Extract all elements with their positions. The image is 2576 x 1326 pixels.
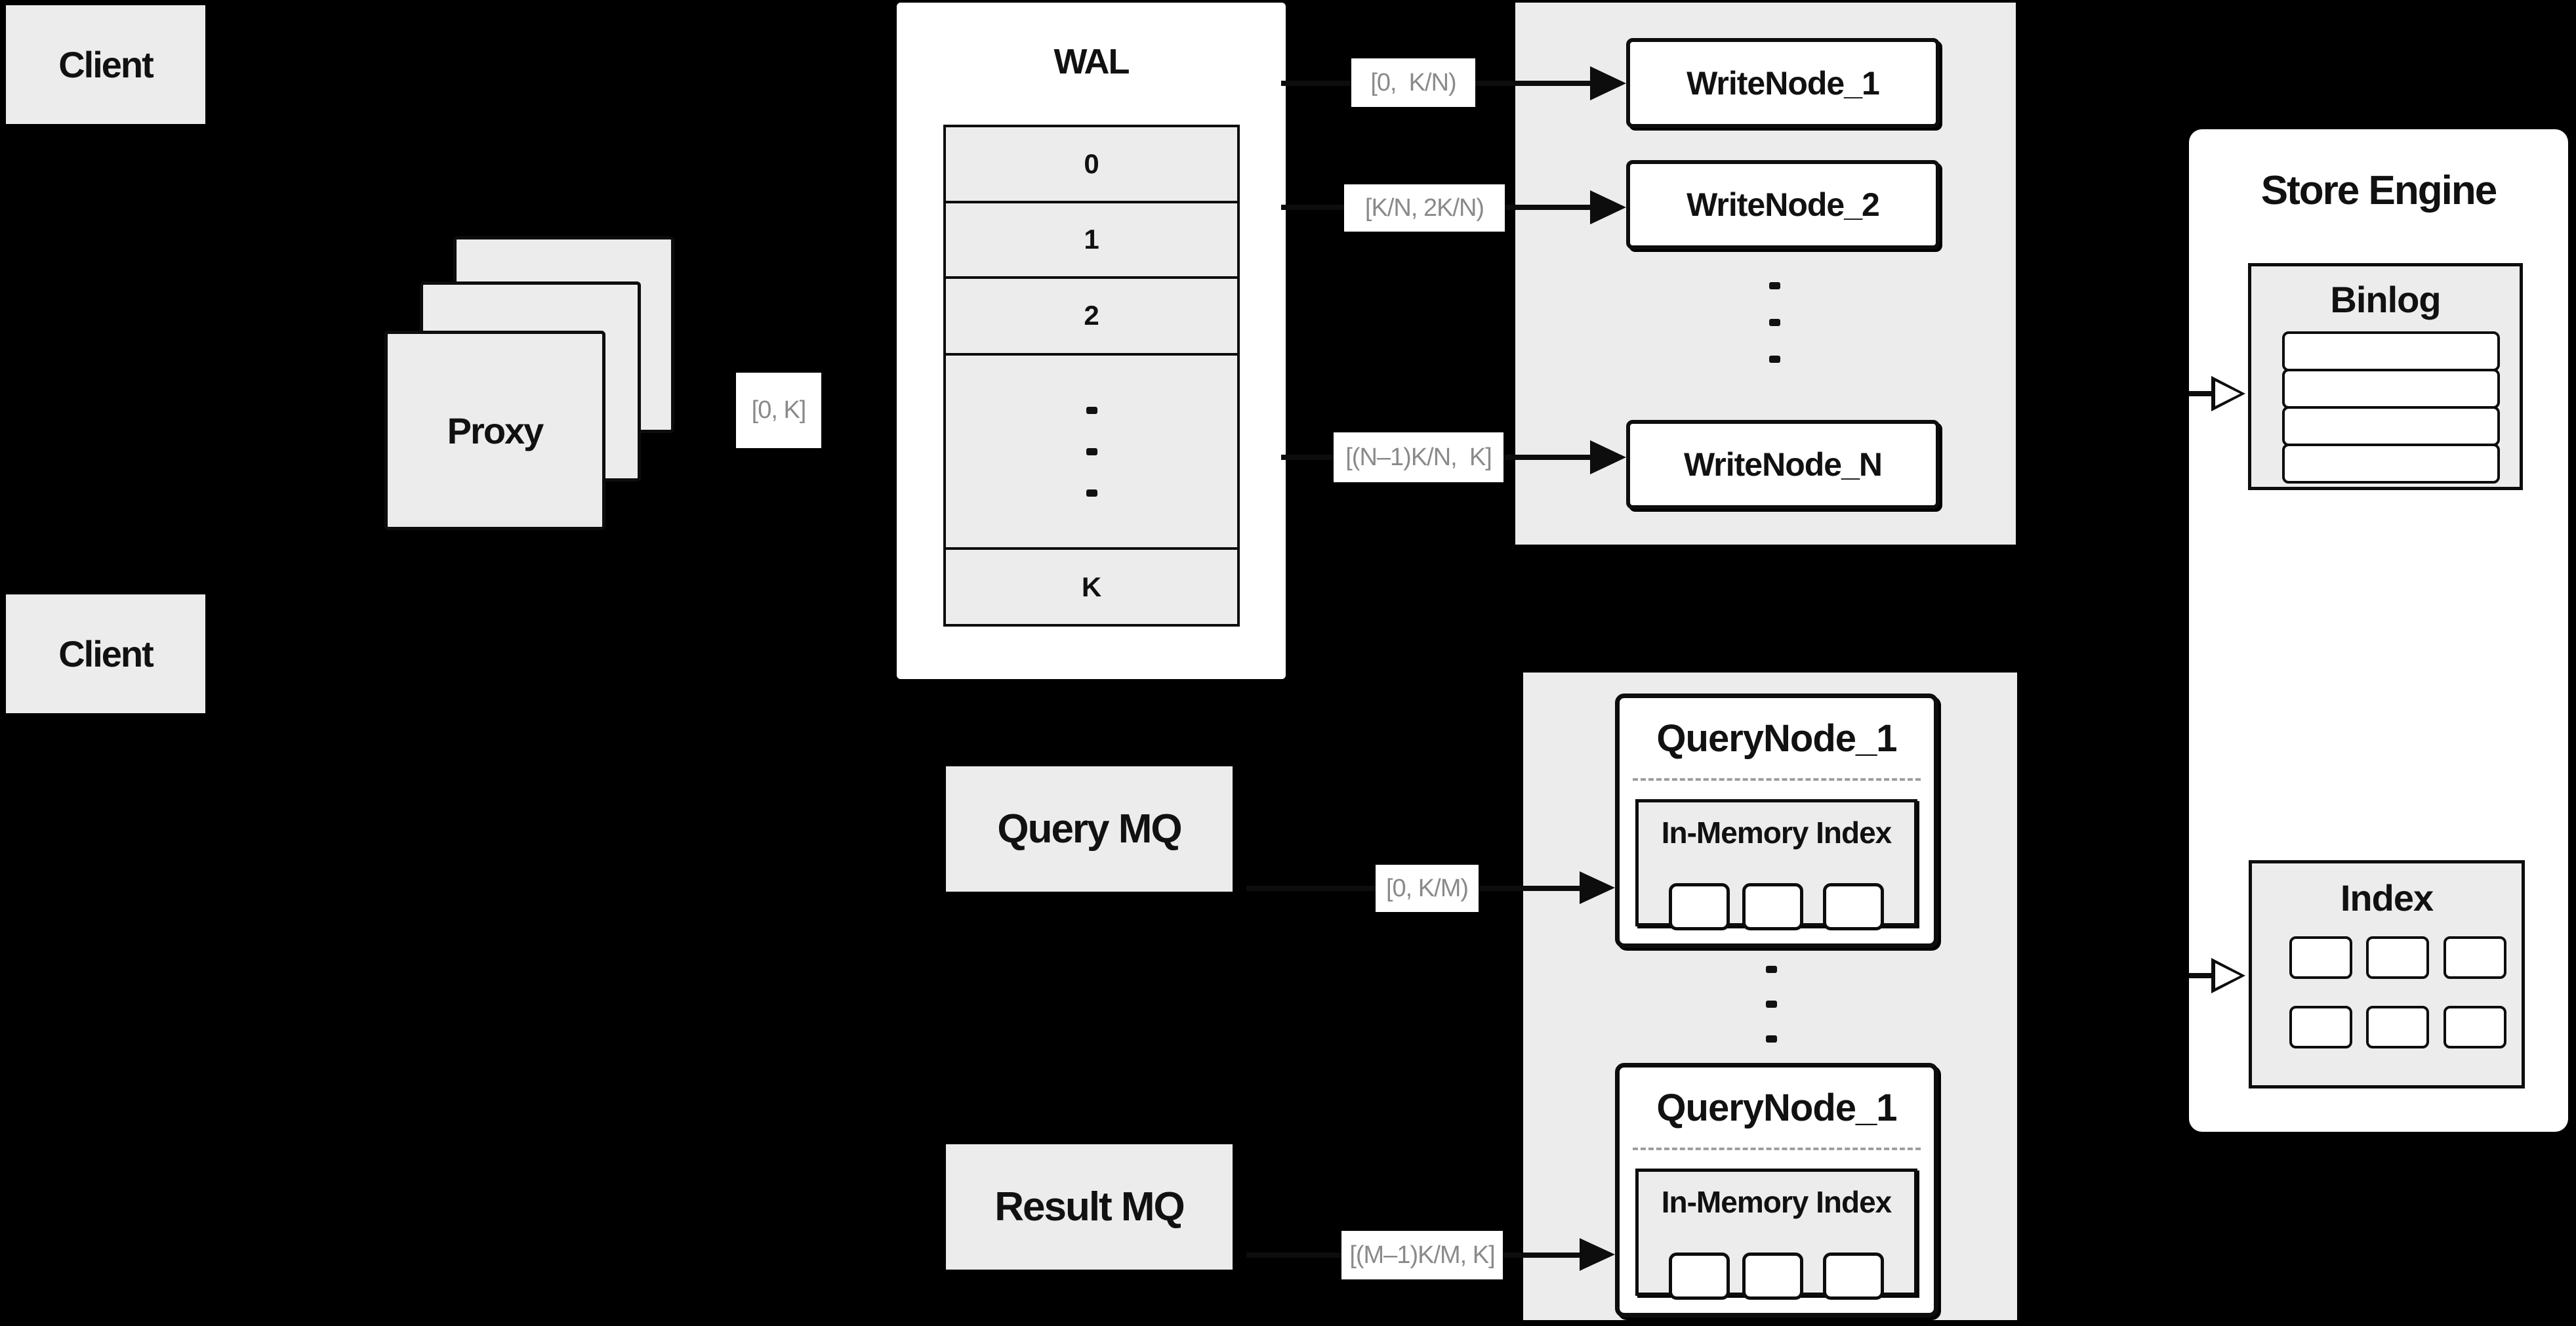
arrow-write-1-head-icon xyxy=(1590,66,1626,100)
store-engine-title: Store Engine xyxy=(2260,167,2497,213)
range-label-write-2: [K/N, 2K/N) xyxy=(1344,184,1505,232)
index-box: Index xyxy=(2249,860,2525,1088)
wal-segment-2: 2 xyxy=(946,276,1237,353)
index-cell xyxy=(2289,936,2352,979)
wal-segment-1: 1 xyxy=(946,200,1237,277)
wal-title: WAL xyxy=(1053,42,1130,81)
arrow-write-n-head-icon xyxy=(1590,440,1626,474)
write-nodes-ellipsis-icon xyxy=(1769,282,1780,363)
write-node-1: WriteNode_1 xyxy=(1626,38,1940,128)
index-cell xyxy=(2443,1006,2506,1048)
binlog-row xyxy=(2282,406,2500,446)
in-memory-index-bottom-title: In-Memory Index xyxy=(1661,1185,1892,1219)
query-mq-node: Query MQ xyxy=(946,766,1233,892)
index-cell xyxy=(2366,936,2429,979)
range-label-query-top: [0, K/M) xyxy=(1376,865,1479,912)
arrow-query-top-head-icon xyxy=(1580,871,1615,904)
binlog-rows xyxy=(2282,331,2500,484)
client-node-top: Client xyxy=(6,5,205,124)
query-node-bottom-title: QueryNode_1 xyxy=(1656,1086,1897,1129)
binlog-row xyxy=(2282,444,2500,484)
wal-log-table: 0 1 2 K xyxy=(943,125,1240,627)
client-node-bottom: Client xyxy=(6,594,205,713)
write-node-1-label: WriteNode_1 xyxy=(1687,64,1880,102)
index-cell xyxy=(2366,1006,2429,1048)
result-mq-label: Result MQ xyxy=(994,1184,1185,1230)
memory-segment xyxy=(1669,883,1730,930)
binlog-row xyxy=(2282,369,2500,409)
range-label-write-1: [0, K/N) xyxy=(1351,58,1475,107)
arrow-write-2-head-icon xyxy=(1590,190,1626,224)
vertical-ellipsis-icon xyxy=(1086,406,1097,497)
arrow-index-open-head-fill xyxy=(2215,963,2240,988)
arrow-binlog-line xyxy=(2189,391,2213,396)
wal-segment-0: 0 xyxy=(946,127,1237,201)
memory-segment xyxy=(1823,1253,1884,1300)
query-nodes-ellipsis-icon xyxy=(1766,966,1777,1043)
index-cell xyxy=(2289,1006,2352,1048)
arrow-query-bottom-head-icon xyxy=(1580,1238,1615,1271)
in-memory-index-box-bottom: In-Memory Index xyxy=(1635,1169,1917,1300)
in-memory-index-top-title: In-Memory Index xyxy=(1661,816,1892,850)
memory-segment xyxy=(1742,883,1803,930)
memory-segment xyxy=(1742,1253,1803,1300)
client-node-bottom-label: Client xyxy=(58,633,154,674)
wal-panel: WAL 0 1 2 K xyxy=(897,3,1286,679)
query-node-bottom: QueryNode_1 In-Memory Index xyxy=(1615,1063,1938,1317)
binlog-row xyxy=(2282,331,2500,371)
range-label-query-bottom: [(M–1)K/M, K] xyxy=(1341,1231,1503,1279)
wal-segment-k: K xyxy=(946,547,1237,624)
arrow-index-line xyxy=(2189,973,2213,978)
memory-segment xyxy=(1669,1253,1730,1300)
query-mq-label: Query MQ xyxy=(997,806,1182,852)
query-node-top: QueryNode_1 In-Memory Index xyxy=(1615,694,1938,948)
write-node-2-label: WriteNode_2 xyxy=(1687,186,1880,223)
result-mq-node: Result MQ xyxy=(946,1144,1233,1270)
query-node-top-divider xyxy=(1633,778,1921,781)
memory-segment xyxy=(1823,883,1884,930)
range-label-write-n: [(N–1)K/N, K] xyxy=(1334,432,1503,482)
store-engine-panel: Store Engine Binlog Index xyxy=(2189,129,2568,1132)
binlog-box: Binlog xyxy=(2248,263,2523,490)
index-title: Index xyxy=(2340,877,2434,919)
proxy-node: Proxy xyxy=(384,331,605,530)
query-node-bottom-divider xyxy=(1633,1148,1921,1150)
write-node-2: WriteNode_2 xyxy=(1626,160,1940,249)
write-node-n: WriteNode_N xyxy=(1626,420,1940,509)
arrow-binlog-open-head-fill xyxy=(2215,381,2240,406)
in-memory-index-box-top: In-Memory Index xyxy=(1635,799,1917,930)
proxy-node-label: Proxy xyxy=(447,409,544,451)
write-node-n-label: WriteNode_N xyxy=(1683,446,1883,483)
range-label-proxy: [0, K] xyxy=(736,373,821,448)
client-node-top-label: Client xyxy=(58,44,154,85)
wal-segment-gap xyxy=(946,352,1237,548)
index-cell xyxy=(2443,936,2506,979)
query-node-top-title: QueryNode_1 xyxy=(1656,716,1897,760)
binlog-title: Binlog xyxy=(2330,278,2441,320)
